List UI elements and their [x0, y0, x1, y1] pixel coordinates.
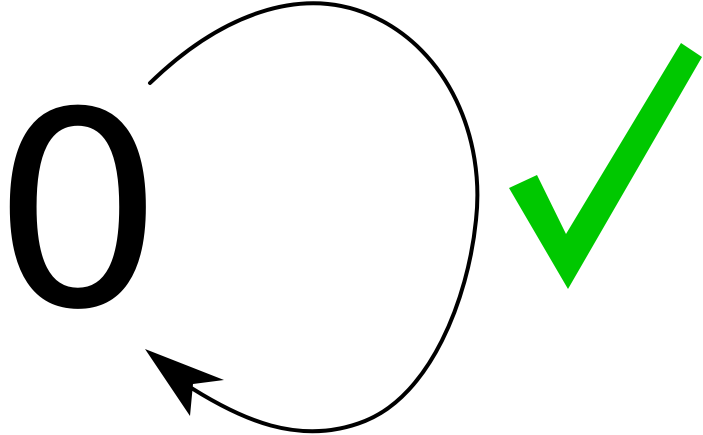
- self-loop-arrow-curve: [148, 1, 480, 434]
- self-loop-arrowhead-icon: [145, 349, 224, 416]
- state-zero-label: 0: [0, 54, 164, 369]
- check-mark-icon: [509, 43, 702, 289]
